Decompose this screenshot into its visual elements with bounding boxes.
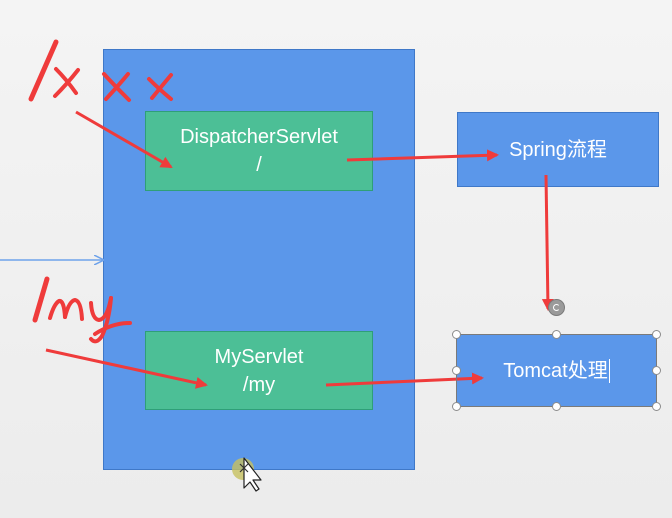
dispatcher-to-spring-arrow xyxy=(346,149,499,162)
resize-handle-bottom-left[interactable] xyxy=(452,402,461,411)
dispatcher-servlet-label: DispatcherServlet xyxy=(180,126,338,148)
rotate-handle-icon[interactable] xyxy=(548,299,565,316)
xxx-to-dispatcher-arrow xyxy=(75,110,173,169)
dispatcher-servlet-box[interactable]: DispatcherServlet / xyxy=(145,111,373,191)
resize-handle-middle-left[interactable] xyxy=(452,366,461,375)
myservlet-to-tomcat-arrow xyxy=(325,372,484,387)
my-servlet-label: MyServlet xyxy=(214,345,304,368)
handwritten-my-label xyxy=(32,276,132,344)
resize-handle-middle-right[interactable] xyxy=(652,366,661,375)
resize-handle-top-right[interactable] xyxy=(652,330,661,339)
resize-handle-bottom-center[interactable] xyxy=(552,402,561,411)
dispatcher-servlet-path: / xyxy=(256,154,262,176)
spring-to-tomcat-arrow xyxy=(541,174,554,311)
handwritten-xxx-label xyxy=(28,39,173,102)
resize-handle-bottom-right[interactable] xyxy=(652,402,661,411)
tomcat-process-label: Tomcat处理 xyxy=(503,359,608,382)
mouse-pointer-icon xyxy=(232,457,262,492)
resize-handle-top-left[interactable] xyxy=(452,330,461,339)
my-to-myservlet-arrow xyxy=(45,348,208,389)
my-servlet-box[interactable]: MyServlet /my xyxy=(145,331,373,410)
spring-flow-label: Spring流程 xyxy=(509,138,607,161)
resize-handle-top-center[interactable] xyxy=(552,330,561,339)
tomcat-process-box[interactable]: Tomcat处理 xyxy=(456,334,657,407)
my-servlet-path: /my xyxy=(242,373,276,396)
text-cursor-caret xyxy=(608,358,610,383)
